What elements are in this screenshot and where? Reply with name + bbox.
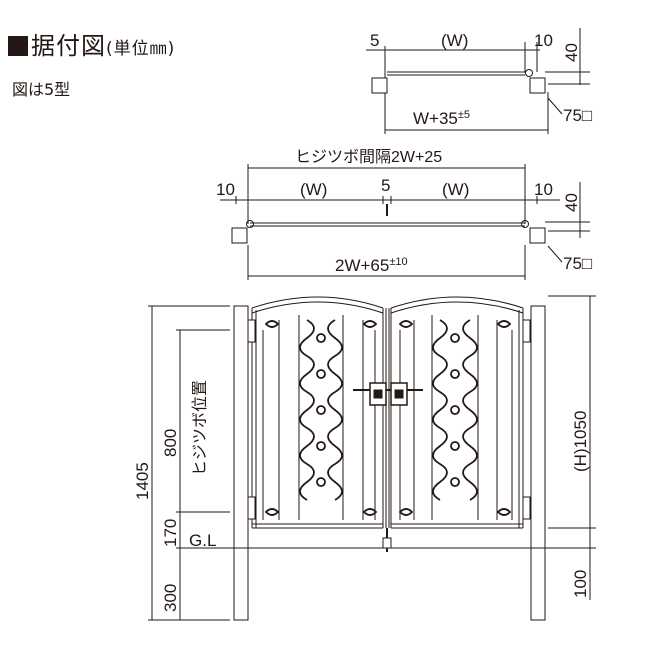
dbl-post-size: 75□ <box>563 254 592 273</box>
ground-label: G.L <box>189 531 216 550</box>
top-left-gap: 5 <box>370 31 379 50</box>
dbl-total: 2W+65 <box>335 256 389 275</box>
hinge <box>522 319 531 343</box>
left-arch-inner <box>251 301 384 314</box>
square-bullet-icon <box>8 36 28 56</box>
top-post-size: 75□ <box>563 106 592 125</box>
dbl-total-text: 2W+65±10 <box>335 256 408 275</box>
title-text: 据付図 <box>31 32 106 60</box>
total-height: 1405 <box>133 462 152 500</box>
double-gate-plan <box>220 164 590 280</box>
single-gate-plan <box>366 28 590 134</box>
hinge <box>247 496 256 520</box>
dbl-post-offset: 40 <box>562 193 581 212</box>
hinge <box>521 220 529 228</box>
page-title: 据付図(単位㎜) <box>8 26 175 61</box>
dbl-left-gap: 10 <box>216 180 235 199</box>
top-total-tol: ±5 <box>458 109 470 121</box>
dbl-right-gap: 10 <box>534 180 553 199</box>
right-post <box>530 305 546 621</box>
drop-bolt-handle <box>382 537 392 549</box>
right-arch <box>390 296 524 309</box>
model-note: 図は5型 <box>12 80 71 99</box>
hinge <box>246 220 254 228</box>
hinge-range: 800 <box>161 429 180 457</box>
leader-line <box>547 245 563 263</box>
leader-line <box>547 97 563 115</box>
hinge <box>247 319 256 343</box>
dbl-total-tol: ±10 <box>389 256 407 268</box>
post <box>529 77 546 94</box>
scroll-ornaments <box>264 319 512 516</box>
top-right-gap: 10 <box>534 31 553 50</box>
hinge <box>525 69 533 77</box>
ground-gap: 170 <box>161 519 180 547</box>
elevation-view <box>148 295 596 621</box>
top-total-text: W+35±5 <box>413 109 470 128</box>
top-width: (W) <box>441 31 468 50</box>
post <box>529 227 546 244</box>
hinge-position-label: ヒジツボ位置 <box>191 380 209 476</box>
post <box>371 77 388 94</box>
dbl-center-gap: 5 <box>381 176 390 195</box>
top-total: W+35 <box>413 109 458 128</box>
clearance: 100 <box>571 570 590 598</box>
hinge-span-label: ヒジツボ間隔2W+25 <box>295 148 442 166</box>
unit-label: (単位㎜) <box>106 39 176 59</box>
left-post <box>233 305 249 621</box>
keyhole <box>373 389 383 399</box>
hinge <box>522 496 531 520</box>
embed-depth: 300 <box>161 584 180 612</box>
dbl-left-width: (W) <box>300 180 327 199</box>
dbl-right-width: (W) <box>442 180 469 199</box>
right-arch-inner <box>390 301 524 314</box>
gate-height: (H)1050 <box>571 411 590 472</box>
top-post-offset: 40 <box>562 43 581 62</box>
left-arch <box>251 296 384 309</box>
keyhole <box>394 389 404 399</box>
post <box>231 227 248 244</box>
